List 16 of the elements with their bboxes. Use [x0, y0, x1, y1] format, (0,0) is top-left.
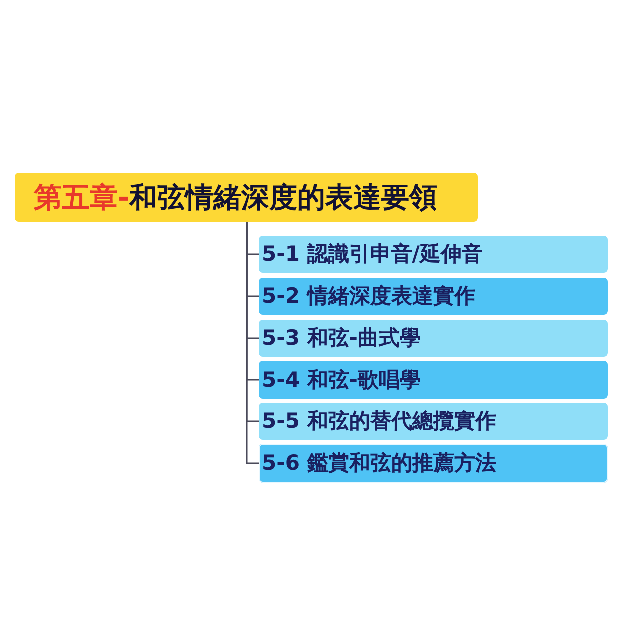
- topic-text: 5-2 情緒深度表達實作: [262, 286, 476, 307]
- title-text: 和弦情緒深度的表達要領: [130, 184, 438, 212]
- topic-box: [259, 361, 608, 399]
- title-box: [15, 173, 478, 222]
- topic-box: [259, 320, 608, 357]
- connector-line: [246, 222, 259, 464]
- topic-box: [259, 444, 608, 483]
- topic-text: 5-3 和弦-曲式學: [262, 328, 421, 349]
- topic-text: 5-4 和弦-歌唱學: [262, 370, 421, 390]
- topic-box: [259, 278, 608, 315]
- topic-text: 5-6 鑑賞和弦的推薦方法: [262, 453, 496, 474]
- topic-text: 5-5 和弦的替代總攬實作: [262, 411, 496, 432]
- topic-box: [259, 403, 608, 440]
- topic-box: [259, 236, 608, 273]
- topic-text: 5-1 認識引申音/延伸音: [262, 244, 483, 265]
- title-text: 第五章-: [34, 184, 130, 212]
